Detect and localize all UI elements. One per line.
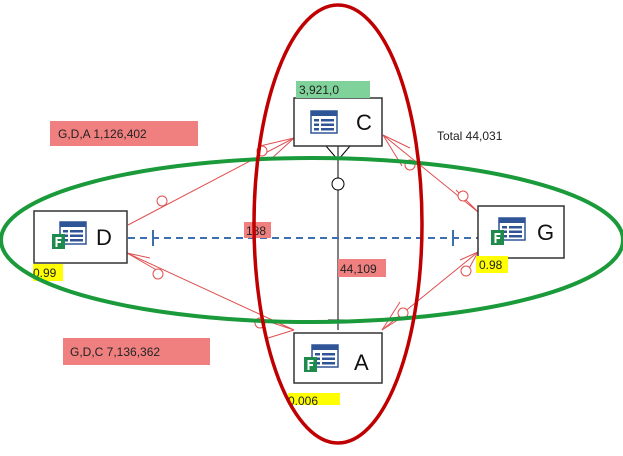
node-label-c: C: [356, 110, 372, 135]
node-label-a: A: [354, 350, 369, 375]
gda-text: G,D,A 1,126,402: [58, 127, 147, 141]
function-badge-icon: [304, 357, 317, 372]
d-value-text: 0.99: [33, 266, 57, 280]
a-value-text: 0.006: [288, 394, 318, 408]
total-text: Total 44,031: [437, 129, 503, 143]
ca-link-box: [338, 259, 386, 277]
g-value-text: 0.98: [479, 258, 503, 272]
dg-link-box: [244, 222, 271, 238]
node-label-g: G: [537, 220, 554, 245]
d-value-box: [33, 264, 63, 281]
dg-link-text: 188: [246, 224, 266, 238]
green-grouping-ellipse: [0, 156, 623, 324]
node-c[interactable]: C: [293, 97, 383, 147]
function-badge-icon: [52, 234, 65, 249]
table-icon: [310, 110, 338, 134]
a-value-box: [288, 393, 340, 405]
g-value-box: [476, 256, 508, 273]
dg-link: [128, 230, 478, 246]
node-label-d: D: [96, 225, 112, 250]
c-value-box: [296, 81, 370, 98]
gda-box: [50, 121, 198, 146]
node-a[interactable]: A: [293, 332, 383, 384]
node-d[interactable]: D: [33, 210, 128, 264]
gdc-box: [63, 338, 210, 365]
node-g[interactable]: G: [477, 205, 565, 259]
function-badge-icon: [491, 230, 504, 245]
red-grouping-ellipse: [252, 3, 424, 445]
gdc-text: G,D,C 7,136,362: [70, 345, 160, 359]
c-value-text: 3,921,0: [299, 83, 339, 97]
ca-link-text: 44,109: [340, 262, 377, 276]
